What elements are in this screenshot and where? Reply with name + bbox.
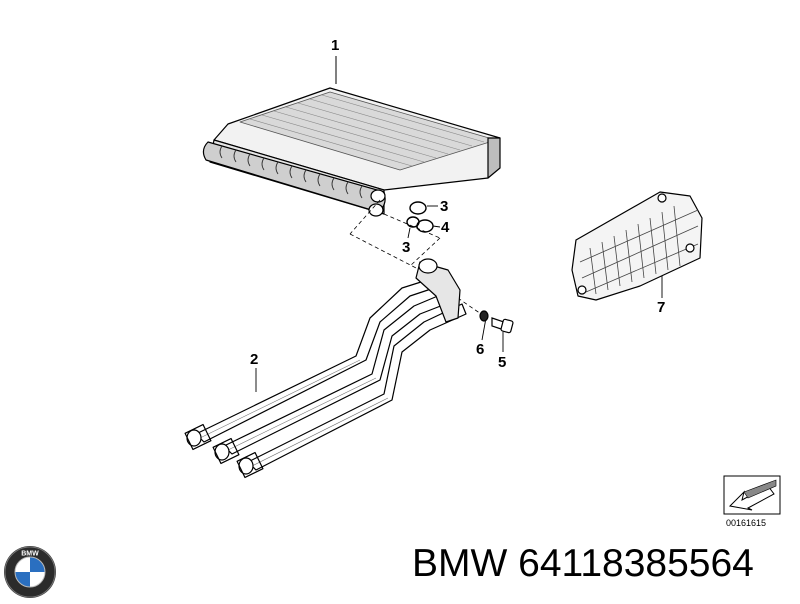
callout-5: 5 — [498, 354, 507, 371]
callout-4: 4 — [441, 219, 450, 236]
catalog-arrow-icon — [723, 475, 781, 515]
callout-3-lower: 3 — [402, 239, 411, 256]
callout-1: 1 — [331, 37, 340, 54]
reference-code: 00161615 — [726, 518, 767, 528]
part-number-text: BMW 64118385564 — [412, 542, 754, 585]
callout-3-upper: 3 — [440, 198, 449, 215]
callout-6: 6 — [476, 341, 485, 358]
heater-core — [202, 87, 501, 217]
pipe-set — [184, 258, 467, 479]
o-rings — [406, 201, 434, 233]
mounting-bracket — [571, 191, 703, 301]
screw-and-washer — [479, 310, 514, 334]
logo-letters: BMW — [21, 551, 39, 558]
assembly-dashes — [349, 199, 485, 317]
callout-2: 2 — [250, 351, 259, 368]
callout-7: 7 — [657, 299, 666, 316]
bmw-logo-icon: BMW — [3, 545, 57, 599]
